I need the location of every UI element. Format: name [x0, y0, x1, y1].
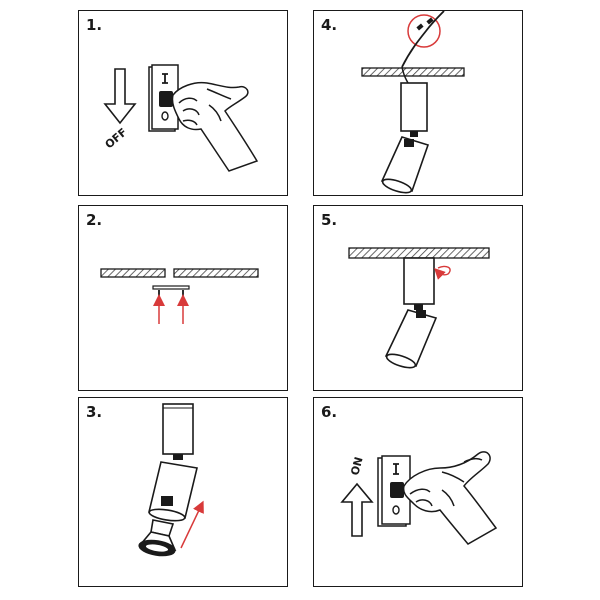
step-2-panel: 2. — [78, 205, 288, 391]
step-5-panel: 5. — [313, 205, 523, 391]
spotlight-head-icon — [380, 136, 430, 194]
step-4-number: 4. — [321, 16, 338, 34]
step-6-panel: 6. ON — [313, 397, 523, 587]
step-3-panel: 3. — [78, 397, 288, 587]
fixture-base-icon — [403, 257, 435, 310]
step-1-illustration: OFF — [103, 64, 259, 172]
step-4-panel: 4. — [313, 10, 523, 196]
step-2-illustration — [100, 268, 259, 324]
step-6-illustration: ON — [340, 451, 498, 545]
up-arrow-icon — [340, 482, 374, 537]
step-4-illustration — [361, 11, 465, 194]
off-label: OFF — [103, 126, 130, 152]
step-1-number: 1. — [86, 16, 103, 34]
step-5-number: 5. — [321, 211, 338, 229]
spotlight-head-icon — [384, 309, 438, 369]
step-2-number: 2. — [86, 211, 103, 229]
bulb-icon — [138, 519, 177, 557]
step-5-illustration — [348, 247, 490, 369]
hand-icon — [402, 451, 498, 545]
hand-icon — [171, 81, 259, 172]
ceiling-icon — [348, 247, 490, 259]
step-1-panel: 1. OFF — [78, 10, 288, 196]
on-label: ON — [348, 455, 365, 476]
fixture-base-icon — [400, 66, 428, 137]
drill-marker-arrows-icon — [153, 294, 189, 324]
fixture-base-icon — [162, 403, 194, 460]
ceiling-icon — [361, 67, 465, 77]
step-3-number: 3. — [86, 403, 103, 421]
wire-detail-circle-icon — [401, 11, 445, 68]
ceiling-left-icon — [100, 268, 166, 278]
spotlight-head-icon — [148, 461, 198, 522]
ceiling-right-icon — [173, 268, 259, 278]
insert-arrow-icon — [180, 500, 204, 549]
rotate-arrow-icon — [434, 265, 451, 280]
mounting-plate-icon — [152, 285, 190, 298]
wall-switch-icon — [377, 455, 411, 527]
step-3-illustration — [138, 403, 204, 557]
step-6-number: 6. — [321, 403, 338, 421]
down-arrow-icon — [103, 68, 137, 125]
